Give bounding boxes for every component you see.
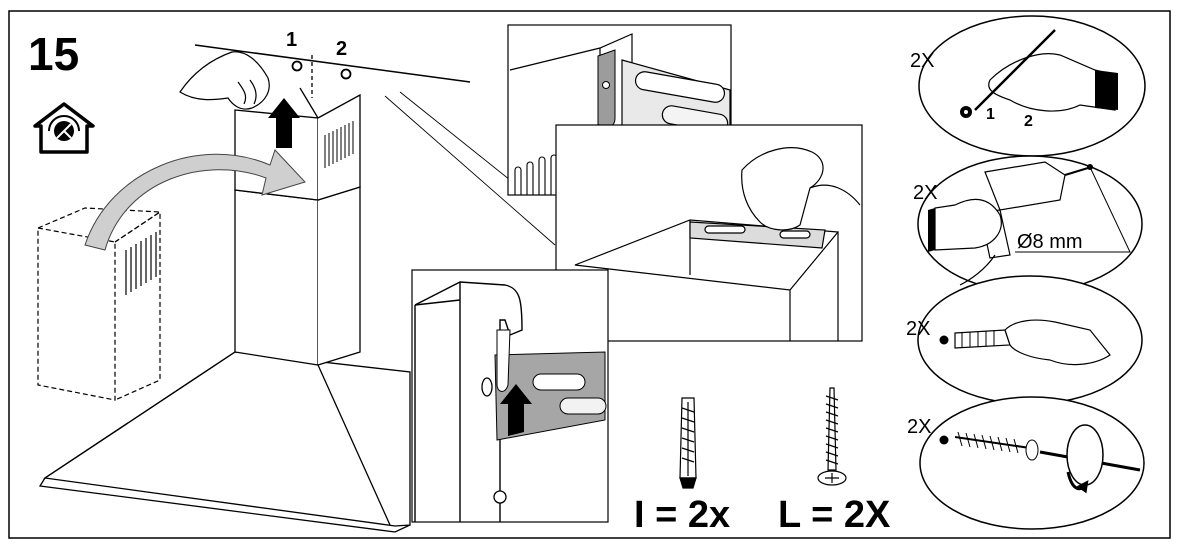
wall-plug-icon [679,397,697,489]
main-hood-drawing [38,44,471,533]
lift-arrow-icon [268,98,300,148]
drill-quantity: 2X [913,182,937,204]
mark-hole-label-2: 2 [1024,113,1033,130]
hole-label-1: 1 [286,29,297,51]
screws-quantity: 2X [907,416,931,438]
side-step-drill [917,155,1143,293]
mark-quantity: 2X [910,50,934,72]
side-step-mark-holes [918,15,1146,157]
screw-icon [817,387,847,486]
screw-quantity-label: L = 2X [778,494,891,536]
drill-size-label: Ø8 mm [1017,231,1083,253]
hole-label-2: 2 [336,38,347,60]
side-step-insert-plugs [917,275,1143,405]
mark-hole-label-1: 1 [986,106,995,123]
dashed-chimney-vents [125,232,157,295]
extraction-mode-house-icon [33,102,95,154]
plug-quantity-label: I = 2x [634,494,730,536]
hand-lifting-chimney [179,51,270,110]
step-number: 15 [28,28,79,80]
outer-frame [8,10,1171,539]
side-step-screw-in [919,396,1145,530]
plugs-quantity: 2X [906,318,930,340]
hook-zoom-callout [411,269,609,523]
move-chimney-arrow [84,149,306,251]
